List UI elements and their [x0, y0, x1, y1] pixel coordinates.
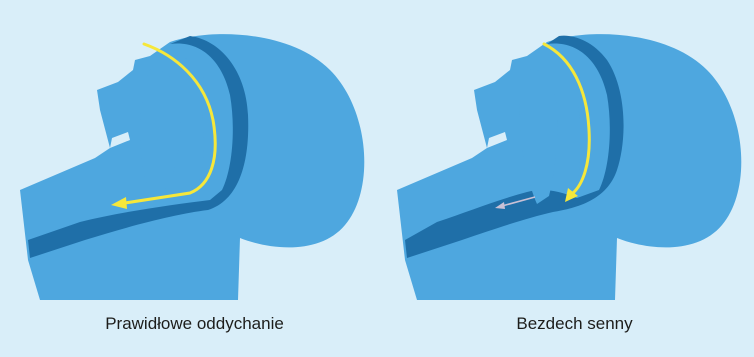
sleep-apnea-caption: Bezdech senny — [377, 314, 754, 334]
normal-breathing-illustration — [0, 0, 377, 300]
sleep-apnea-illustration — [377, 0, 754, 300]
normal-breathing-panel: Prawidłowe oddychanie — [0, 0, 377, 357]
normal-breathing-caption: Prawidłowe oddychanie — [0, 314, 377, 334]
sleep-apnea-panel: Bezdech senny — [377, 0, 754, 357]
